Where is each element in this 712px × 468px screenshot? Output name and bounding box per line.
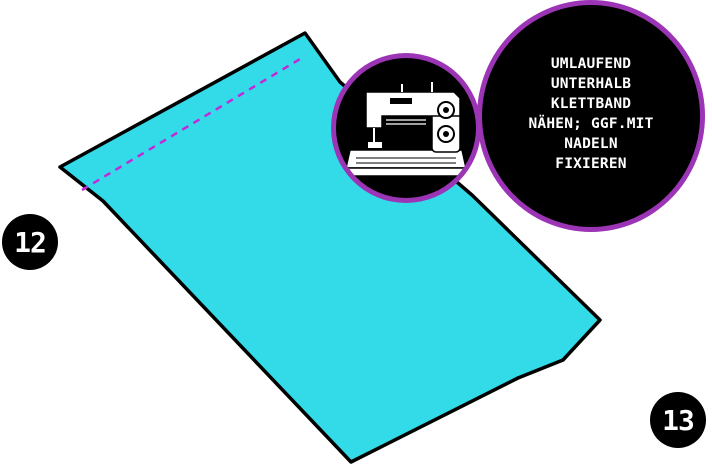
machine-bubble [336, 58, 476, 198]
step-badge-next: 13 [650, 392, 706, 448]
sewing-machine-icon [336, 58, 476, 198]
instruction-text: UMLAUFEND UNTERHALB KLETTBAND NÄHEN; GGF… [528, 54, 653, 174]
instruction-bubble: UMLAUFEND UNTERHALB KLETTBAND NÄHEN; GGF… [482, 5, 700, 227]
step-badge-current: 12 [2, 214, 58, 270]
